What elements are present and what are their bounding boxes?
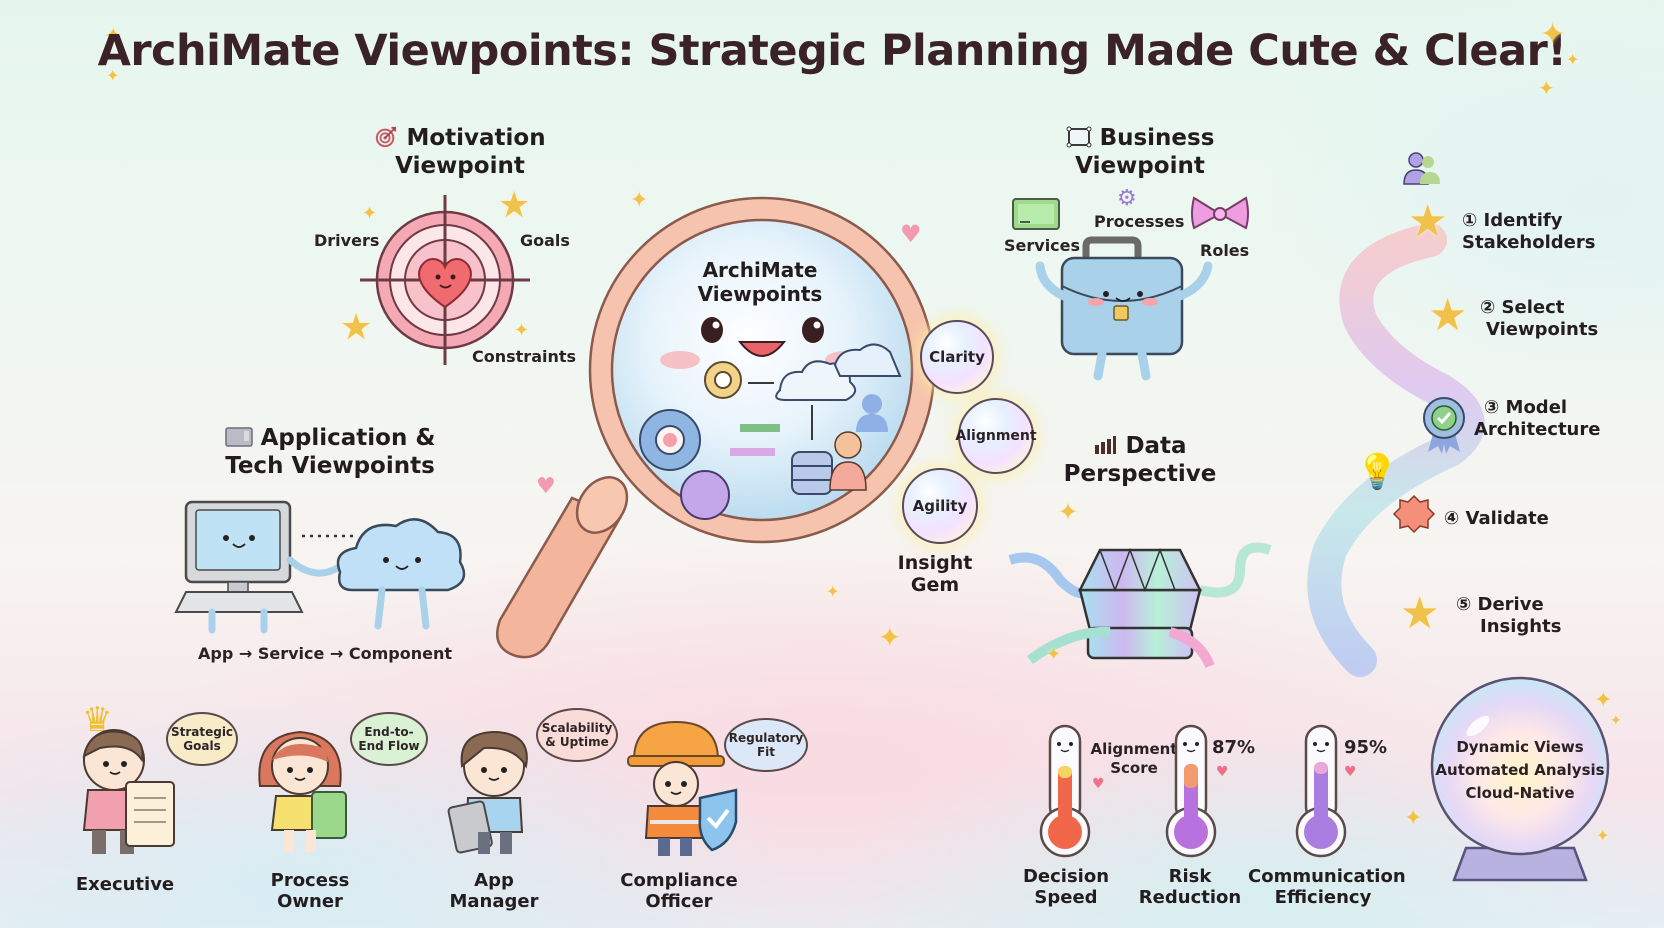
app-manager-speech-bubble: Scalability& Uptime bbox=[536, 708, 618, 762]
window-icon bbox=[224, 425, 261, 451]
computer-cloud-handshake-illustration bbox=[174, 500, 466, 634]
crystal-ball-illustration bbox=[1430, 676, 1610, 882]
step-4-gear-blob-icon bbox=[1392, 494, 1436, 538]
gear-icon: ⚙ bbox=[1117, 186, 1137, 211]
risk-reduction-value: 87% bbox=[1212, 737, 1256, 758]
compliance-officer-character bbox=[627, 720, 738, 856]
sparkle-icon: ✦ bbox=[1058, 498, 1079, 526]
process-owner-character bbox=[258, 730, 347, 852]
step-5: ⑤ Derive Insights bbox=[1456, 594, 1562, 637]
star-icon: ★ bbox=[498, 185, 531, 226]
sparkle-icon: ✦ bbox=[1046, 644, 1062, 665]
motivation-heading: Motivation Viewpoint bbox=[340, 124, 580, 180]
application-heading: Application & Tech Viewpoints bbox=[224, 425, 436, 479]
sparkle-icon: ✦ bbox=[514, 320, 530, 341]
heart-icon: ♥ bbox=[1216, 764, 1229, 780]
insight-gem-alignment: Alignment bbox=[955, 398, 1037, 474]
thermometer-decision-speed bbox=[1039, 724, 1091, 858]
data-heading: Data Perspective bbox=[1063, 433, 1217, 487]
step-5-star-icon: ★ bbox=[1400, 588, 1440, 639]
services-card-icon bbox=[1012, 198, 1060, 230]
sparkle-icon: ✦ bbox=[826, 582, 840, 601]
heart-icon: ♥ bbox=[1092, 776, 1105, 792]
step-4: ④ Validate bbox=[1444, 508, 1549, 529]
sparkle-icon: ✦ bbox=[106, 66, 120, 85]
stakeholder-group-icon bbox=[1400, 150, 1444, 190]
process-owner-speech-bubble: End-to-End Flow bbox=[350, 712, 428, 766]
sparkle-icon: ✦ bbox=[1596, 826, 1610, 845]
insight-gem-agility: Agility bbox=[902, 468, 978, 544]
roles-label: Roles bbox=[1200, 241, 1250, 260]
step-3: ③ Model Architecture bbox=[1474, 397, 1601, 440]
executive-character bbox=[82, 729, 175, 854]
step-1-star-icon: ★ bbox=[1408, 196, 1448, 247]
target-icon bbox=[374, 125, 406, 151]
bar-chart-icon bbox=[1093, 433, 1125, 459]
page-title: ArchiMate Viewpoints: Strategic Planning… bbox=[97, 26, 1567, 76]
briefcase-mascot-illustration bbox=[1035, 236, 1213, 381]
step-2: ② Select Viewpoints bbox=[1480, 297, 1599, 340]
lens-title: ArchiMate Viewpoints bbox=[697, 258, 823, 306]
lightbulb-icon: 💡 bbox=[1356, 452, 1399, 492]
goals-label: Goals bbox=[520, 231, 570, 250]
sparkle-icon: ✦ bbox=[878, 621, 902, 654]
app-manager-character bbox=[447, 730, 528, 854]
sparkle-icon: ✦ bbox=[1610, 713, 1622, 729]
sparkle-icon: ✦ bbox=[1594, 688, 1613, 713]
heart-icon: ♥ bbox=[536, 474, 556, 499]
sparkle-icon: ✦ bbox=[1566, 50, 1580, 69]
thermometer-communication-efficiency bbox=[1295, 724, 1347, 858]
frame-icon bbox=[1066, 125, 1100, 151]
rainbow-path bbox=[1307, 223, 1485, 677]
thermometer-risk-reduction bbox=[1165, 724, 1217, 858]
gem-database-illustration bbox=[1008, 542, 1272, 669]
step-2-star-icon: ★ bbox=[1428, 290, 1468, 341]
crystal-ball-text: Dynamic Views Automated Analysis Cloud-N… bbox=[1435, 738, 1605, 802]
processes-label: Processes bbox=[1094, 212, 1185, 231]
services-label: Services bbox=[1004, 236, 1081, 255]
step-3-badge-check-icon bbox=[1420, 394, 1468, 458]
business-heading: Business Viewpoint bbox=[1020, 124, 1260, 180]
insight-gem-clarity: Clarity bbox=[920, 320, 994, 394]
communication-efficiency-value: 95% bbox=[1344, 737, 1388, 758]
heart-icon: ♥ bbox=[900, 220, 922, 248]
constraints-label: Constraints bbox=[472, 347, 577, 366]
step-1: ① Identify Stakeholders bbox=[1462, 210, 1596, 253]
sparkle-icon: ✦ bbox=[362, 203, 378, 224]
sparkle-icon: ✦ bbox=[630, 188, 649, 213]
sparkle-icon: ✦ bbox=[1404, 806, 1423, 831]
sparkle-icon: ✦ bbox=[1538, 76, 1555, 100]
heart-icon: ♥ bbox=[1344, 764, 1357, 780]
bow-icon bbox=[1191, 196, 1249, 230]
app-service-component-flow: App → Service → Component bbox=[197, 644, 453, 663]
insight-gem-label: Insight Gem bbox=[897, 552, 973, 596]
magnifying-glass-illustration bbox=[496, 196, 936, 659]
executive-label: Executive bbox=[75, 874, 175, 895]
star-icon: ★ bbox=[340, 307, 373, 348]
target-heart-illustration bbox=[360, 195, 530, 365]
sparkle-icon: ✦ bbox=[1540, 17, 1566, 52]
sparkle-icon: ✦ bbox=[104, 24, 123, 49]
drivers-label: Drivers bbox=[314, 231, 380, 250]
